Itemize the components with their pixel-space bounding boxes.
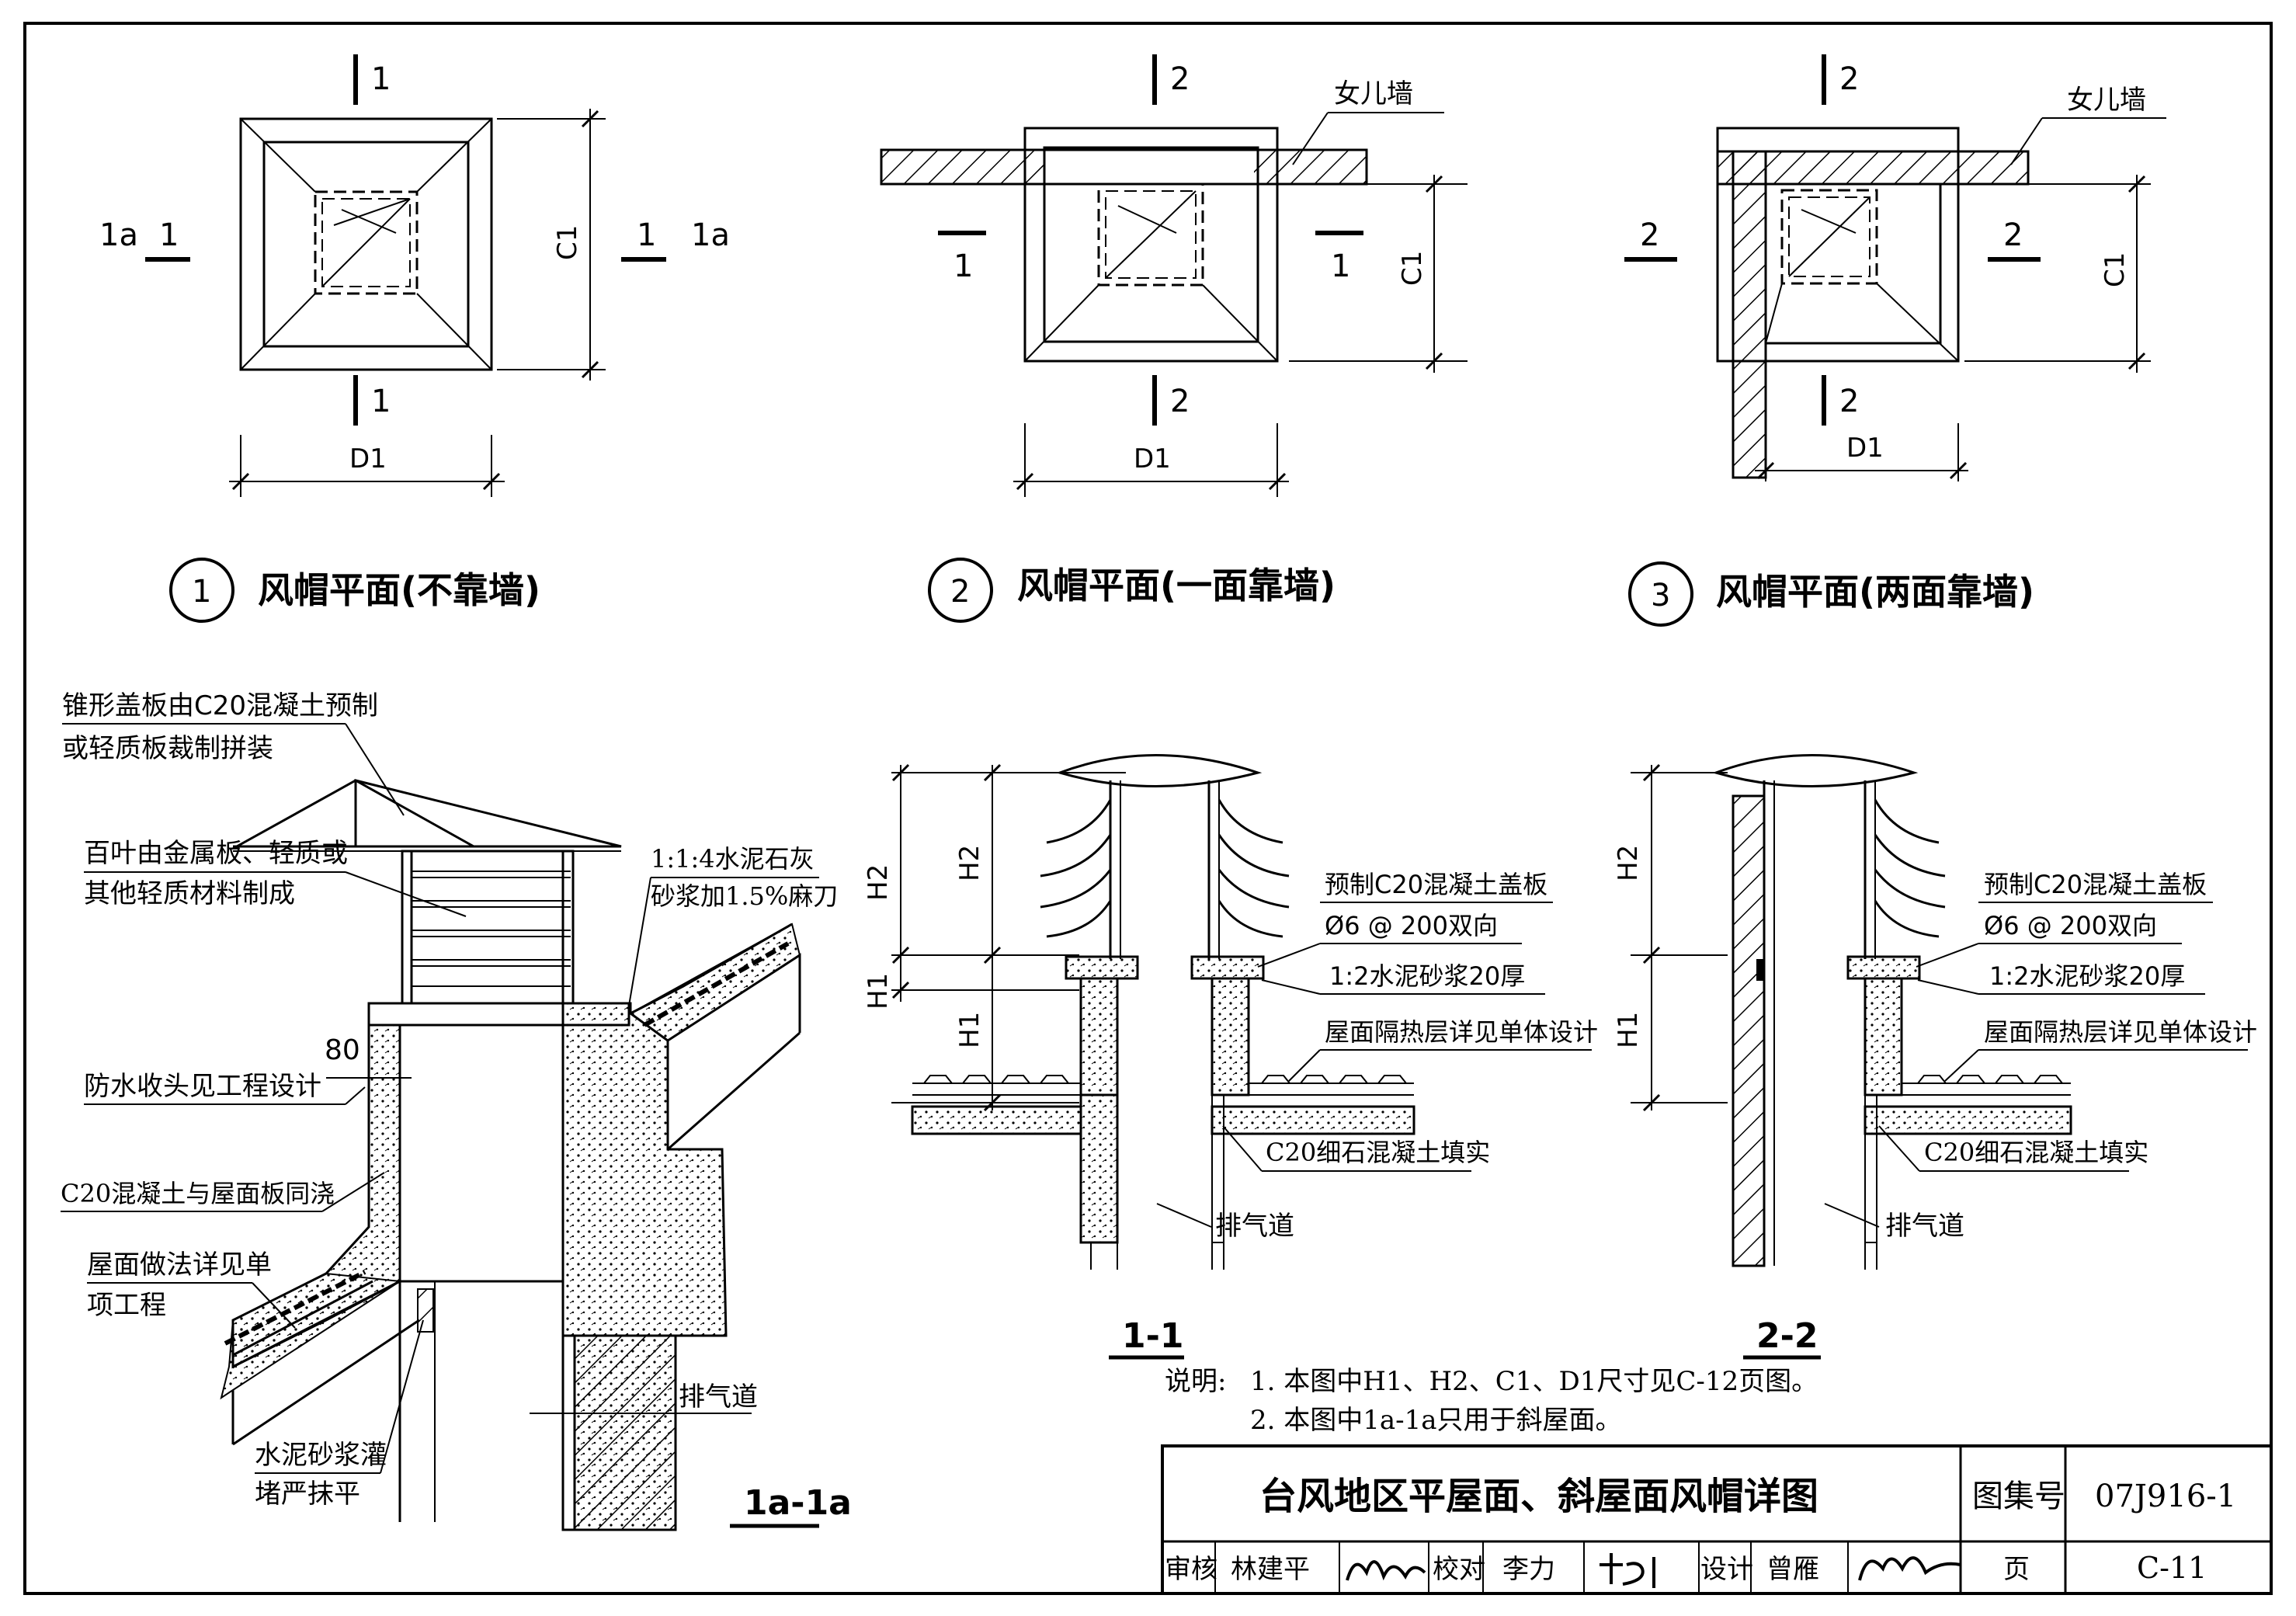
section-1a-title: 1a-1a [744, 1483, 852, 1523]
callout-cone-cover-2: 或轻质板裁制拼装 [62, 733, 273, 764]
plan1-cut-left: 1 [159, 217, 179, 253]
sec11-callout-mortar: 1:2水泥砂浆20厚 [1329, 961, 1525, 991]
section-1-1: H2 H1 H2 H1 预制C20混凝土盖板 Ø6 @ 200双向 1:2水泥砂… [863, 754, 1598, 1360]
sec11-callout-slab: 预制C20混凝土盖板 [1325, 870, 1547, 899]
plan1-number-circle [169, 558, 234, 623]
callout-mortar-fill-1: 水泥砂浆灌 [255, 1440, 387, 1471]
sec11-callout-rebar: Ø6 @ 200双向 [1325, 911, 1498, 940]
callout-louver-2: 其他轻质材料制成 [84, 878, 295, 909]
callout-c20-cast: C20混凝土与屋面板同浇 [61, 1179, 335, 1208]
section-1-1-title: 1-1 [1122, 1316, 1184, 1356]
plan3-cut-top: 2 [1839, 61, 1859, 97]
callout-cone-cover-1: 锥形盖板由C20混凝土预制 [62, 690, 378, 721]
callout-mortar-fill-2: 堵严抹平 [255, 1479, 360, 1510]
plan2-dim-c1: C1 [1397, 251, 1428, 286]
title-block: 台风地区平屋面、斜屋面风帽详图 图集号 07J916-1 审核 林建平 校对 李… [1161, 1444, 2273, 1595]
sec11-dim-h1-inner: H1 [954, 1012, 985, 1048]
callout-exhaust: 排气道 [679, 1381, 758, 1413]
plan1-title: 风帽平面(不靠墙) [258, 569, 540, 611]
design-label: 设计 [1700, 1554, 1753, 1585]
sec11-dim-h2-inner: H2 [954, 845, 985, 881]
plan3-dim-d1: D1 [1846, 433, 1884, 464]
sec22-dim-h2: H2 [1613, 845, 1644, 881]
plan1-dim-d1: D1 [349, 443, 387, 474]
designer-signature [1858, 1556, 1961, 1581]
checker-signature [1600, 1553, 1655, 1588]
callout-mortar-top-2: 砂浆加1.5%麻刀 [651, 881, 838, 911]
reviewer-name: 林建平 [1231, 1554, 1310, 1585]
atlas-number: 07J916-1 [2095, 1479, 2236, 1514]
plan2-cut-top: 2 [1170, 61, 1190, 97]
page-number: C-11 [2137, 1551, 2207, 1585]
review-label: 审核 [1165, 1554, 1217, 1585]
page-label: 页 [2003, 1554, 2030, 1585]
drawing-title: 台风地区平屋面、斜屋面风帽详图 [1259, 1475, 1818, 1518]
plan2-number: 2 [950, 574, 970, 610]
atlas-label: 图集号 [1972, 1479, 2065, 1514]
sec11-callout-insulation: 屋面隔热层详见单体设计 [1325, 1017, 1598, 1047]
notes-label: 说明: [1165, 1366, 1226, 1397]
plan3-dim-c1: C1 [2100, 252, 2131, 287]
plan3-parapet-wall-side [1732, 150, 1767, 479]
check-label: 校对 [1433, 1554, 1485, 1585]
dim-80: 80 [325, 1034, 360, 1066]
plan2-cut-right: 1 [1331, 248, 1350, 284]
plan-view-3: 女儿墙 2 2 2 2 C1 D1 3 风帽平面(两面靠墙) [1624, 54, 2166, 627]
plan1-dim-c1: C1 [552, 225, 583, 260]
sec22-callout-exhaust: 排气道 [1885, 1211, 1964, 1242]
plan1-number: 1 [192, 574, 211, 610]
plan2-cut-bottom: 2 [1170, 384, 1190, 419]
note-1: 1. 本图中H1、H2、C1、D1尺寸见C-12页图。 [1250, 1366, 1818, 1397]
plan3-number-circle [1628, 561, 1693, 627]
sec11-dim-h1-outer: H1 [863, 973, 894, 1010]
callout-waterproof: 防水收头见工程设计 [84, 1071, 321, 1102]
notes: 说明: 1. 本图中H1、H2、C1、D1尺寸见C-12页图。 2. 本图中1a… [1165, 1366, 1818, 1436]
sec11-callout-fill: C20细石混凝土填实 [1266, 1138, 1490, 1167]
sec11-callout-exhaust: 排气道 [1215, 1211, 1294, 1242]
plan1-cut-right-post: 1a [691, 217, 730, 253]
plan3-cut-right: 2 [2003, 217, 2023, 253]
plan3-parapet-wall-top [1716, 150, 2030, 186]
plan1-cut-right: 1 [637, 217, 656, 253]
plan3-cut-left: 2 [1640, 217, 1659, 253]
checker-name: 李力 [1502, 1554, 1555, 1585]
sec22-dim-h1: H1 [1613, 1012, 1644, 1048]
sec22-callout-mortar: 1:2水泥砂浆20厚 [1989, 961, 2185, 991]
sec22-callout-insulation: 屋面隔热层详见单体设计 [1984, 1017, 2257, 1047]
plan1-cut-top: 1 [371, 61, 391, 97]
plan3-title: 风帽平面(两面靠墙) [1716, 571, 2034, 613]
plan2-dim-d1: D1 [1134, 443, 1171, 474]
plan3-wall-label: 女儿墙 [2067, 85, 2146, 116]
callout-mortar-top-1: 1:1:4水泥石灰 [651, 844, 815, 874]
plan2-wall-label: 女儿墙 [1334, 78, 1413, 109]
plan3-cut-bottom: 2 [1839, 384, 1859, 419]
sec22-callout-fill: C20细石混凝土填实 [1924, 1138, 2148, 1167]
section-1a-1a: 锥形盖板由C20混凝土预制 或轻质板裁制拼装 百叶由金属板、轻质或 其他轻质材料… [61, 690, 852, 1531]
callout-louver-1: 百叶由金属板、轻质或 [84, 838, 348, 869]
plan-view-1: 1 1 1a 1 1 1a C1 D1 1 风帽平面(不靠墙) [99, 54, 730, 623]
sheet-border [23, 22, 2273, 1595]
sec11-dim-h2-outer: H2 [863, 864, 894, 901]
note-2: 2. 本图中1a-1a只用于斜屋面。 [1250, 1405, 1622, 1436]
plan2-cut-left: 1 [953, 248, 973, 284]
callout-roof-practice-2: 项工程 [87, 1290, 166, 1321]
plan1-cut-left-pre: 1a [99, 217, 138, 253]
designer-name: 曾雁 [1766, 1554, 1819, 1585]
sec22-callout-rebar: Ø6 @ 200双向 [1984, 911, 2157, 940]
sec22-callout-slab: 预制C20混凝土盖板 [1984, 870, 2207, 899]
plan2-title: 风帽平面(一面靠墙) [1017, 565, 1336, 606]
plan3-number: 3 [1651, 578, 1670, 613]
plan2-number-circle [928, 558, 993, 623]
reviewer-signature [1346, 1560, 1426, 1581]
section-2-2: H2 H1 预制C20混凝土盖板 Ø6 @ 200双向 1:2水泥砂浆20厚 屋… [1613, 754, 2257, 1360]
section-2-2-title: 2-2 [1756, 1316, 1818, 1356]
callout-roof-practice-1: 屋面做法详见单 [87, 1249, 272, 1281]
plan1-cut-bottom: 1 [371, 384, 391, 419]
plan-view-2: 女儿墙 2 2 1 1 C1 D1 2 风帽平面(一面靠墙) [880, 54, 1468, 623]
